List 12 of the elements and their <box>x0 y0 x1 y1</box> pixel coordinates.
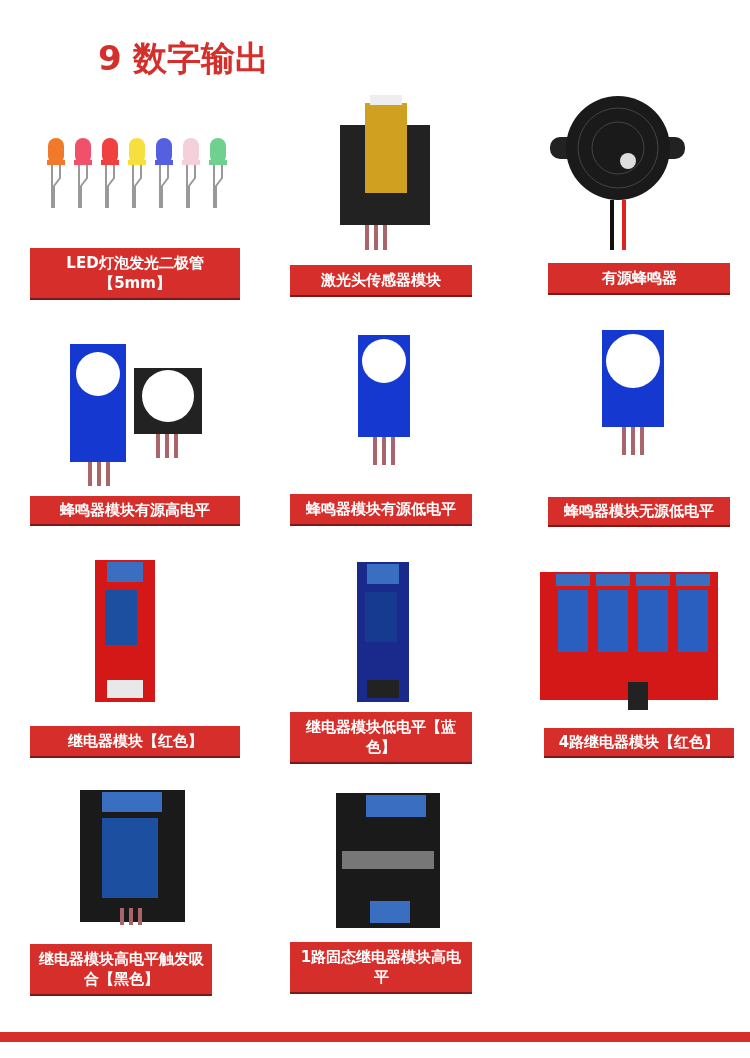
caption-bar: 蜂鸣器模块无源低电平 <box>548 497 730 525</box>
caption-bar: LED灯泡发光二极管【5mm】 <box>30 248 240 298</box>
caption-bar: 1路固态继电器模块高电平 <box>290 942 472 992</box>
caption-bar: 蜂鸣器模块有源低电平 <box>290 494 472 524</box>
caption-bar: 继电器模块高电平触发吸合【黑色】 <box>30 944 212 994</box>
caption-bar: 4路继电器模块【红色】 <box>544 728 734 756</box>
caption-bar: 有源蜂鸣器 <box>548 263 730 293</box>
caption-bar: 激光头传感器模块 <box>290 265 472 295</box>
caption-bar: 蜂鸣器模块有源高电平 <box>30 496 240 524</box>
caption-bar: 继电器模块【红色】 <box>30 726 240 756</box>
title: 9 数字输出 <box>98 37 270 80</box>
caption-bar: 继电器模块低电平【蓝色】 <box>290 712 472 762</box>
